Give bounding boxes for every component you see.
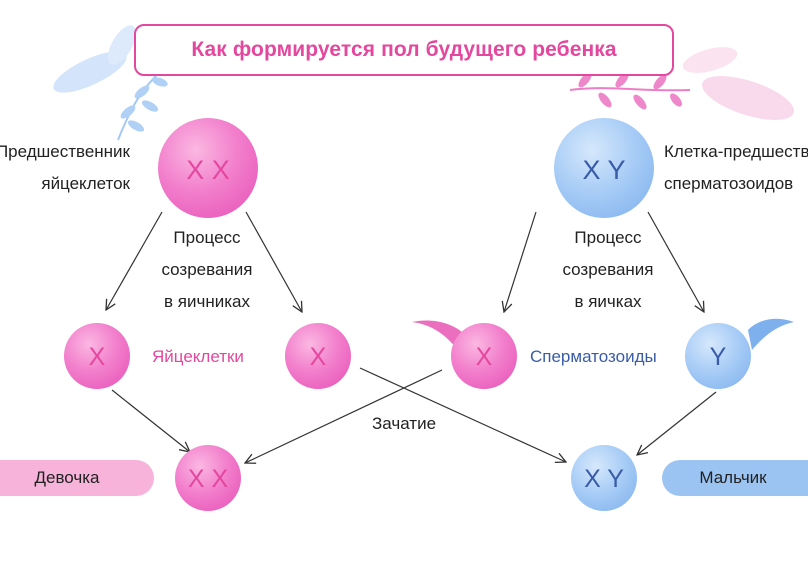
process-female-line2: созревания [161, 260, 253, 279]
leaf-decoration-right [569, 47, 794, 120]
process-male-line3: в яичках [574, 292, 642, 311]
cell-male-precursor: X Y [554, 118, 654, 218]
process-male-line1: Процесс [574, 228, 642, 247]
egg-precursor-line2: яйцеклеток [41, 174, 130, 193]
girl-label: Девочка [34, 468, 100, 487]
process-female-line3: в яичниках [164, 292, 250, 311]
arrow-male-precursor-to-sperm-x [504, 211, 537, 312]
cell-egg-1: X [64, 323, 130, 389]
process-female-line1: Процесс [173, 228, 241, 247]
egg-precursor-label: Предшественник яйцеклеток [0, 136, 130, 200]
arrow-male-precursor-to-sperm-y [647, 211, 704, 312]
leaf-decoration-left [53, 25, 168, 141]
title-box: Как формируется пол будущего ребенка [134, 24, 674, 76]
svg-text:X X: X X [186, 155, 230, 185]
svg-text:X X: X X [188, 465, 229, 493]
boy-label: Мальчик [699, 468, 767, 487]
arrow-egg1-to-girl [111, 389, 190, 452]
arrows [106, 211, 717, 463]
process-male-label: Процесс созревания в яичках [538, 222, 678, 318]
svg-text:X: X [310, 343, 327, 371]
eggs-label: Яйцеклетки [152, 347, 244, 366]
arrow-sperm-x-to-girl [245, 369, 443, 463]
cell-boy-zygote: X Y [571, 445, 637, 511]
sperm-precursor-line1: Клетка-предшественник [664, 142, 808, 161]
arrow-egg2-to-boy [359, 367, 566, 462]
cell-female-precursor: X X [158, 118, 258, 218]
cell-egg-2: X [285, 323, 351, 389]
sperm-y-tail [748, 318, 794, 350]
sperm-precursor-label: Клетка-предшественник сперматозоидов [664, 136, 808, 200]
conception-label: Зачатие [372, 414, 437, 433]
girl-pill: Девочка [0, 460, 154, 496]
sperm-x-tail [412, 320, 462, 348]
svg-text:X Y: X Y [582, 155, 625, 185]
svg-text:X: X [89, 343, 106, 371]
cell-sperm-y: Y [685, 323, 751, 389]
svg-text:Y: Y [710, 343, 727, 371]
arrow-female-precursor-to-egg1 [106, 211, 163, 310]
egg-precursor-line1: Предшественник [0, 142, 130, 161]
sperm-precursor-line2: сперматозоидов [664, 174, 794, 193]
svg-text:X: X [476, 343, 493, 371]
page-title: Как формируется пол будущего ребенка [191, 38, 617, 61]
arrow-female-precursor-to-egg2 [245, 211, 302, 312]
boy-pill: Мальчик [662, 460, 808, 496]
sperm-label: Сперматозоиды [530, 347, 657, 366]
process-male-line2: созревания [562, 260, 654, 279]
svg-text:X Y: X Y [584, 465, 624, 493]
cell-sperm-x: X [451, 323, 517, 389]
arrow-sperm-y-to-boy [637, 391, 717, 455]
process-female-label: Процесс созревания в яичниках [137, 222, 277, 318]
cell-girl-zygote: X X [175, 445, 241, 511]
